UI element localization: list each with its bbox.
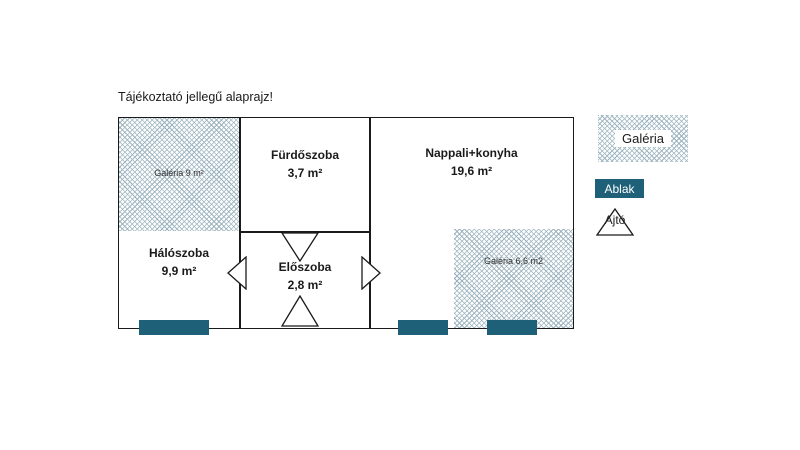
door-icon — [227, 256, 247, 290]
window-icon — [139, 320, 209, 335]
room-label-furdoszoba: Fürdőszoba 3,7 m² — [240, 146, 370, 182]
room-area: 3,7 m² — [287, 166, 323, 180]
door-icon — [281, 232, 319, 262]
legend-galeria-swatch: Galéria — [598, 115, 688, 162]
room-label-galeria-9: Galéria 9 m² — [154, 168, 204, 178]
wall-vertical-right — [369, 118, 371, 328]
room-label-galeria-66: Galéria 6,6 m2 — [483, 256, 544, 266]
room-name: Előszoba — [278, 260, 332, 274]
window-icon — [398, 320, 448, 335]
legend-galeria-label: Galéria — [615, 130, 671, 147]
legend-ajto: Ajtó — [596, 206, 638, 238]
room-area: 2,8 m² — [287, 278, 323, 292]
floorplan: Galéria 9 m² Hálószoba 9,9 m² Fürdőszoba… — [118, 117, 574, 335]
door-icon — [281, 295, 319, 327]
wall-vertical-left — [239, 118, 241, 328]
room-name: Fürdőszoba — [271, 148, 339, 162]
wall-horizontal-middle — [239, 231, 371, 233]
galeria-9-area — [119, 118, 239, 231]
door-icon — [596, 208, 634, 236]
galeria-66-area — [454, 229, 573, 328]
window-icon — [487, 320, 537, 335]
room-name: Nappali+konyha — [425, 146, 518, 160]
legend-ajto-label: Ajtó — [604, 213, 626, 227]
legend-ablak-label: Ablak — [604, 181, 635, 196]
room-label-nappali-konyha: Nappali+konyha 19,6 m² — [370, 144, 573, 180]
legend-ablak-chip: Ablak — [595, 179, 644, 198]
door-icon — [361, 256, 381, 290]
disclaimer-title: Tájékoztató jellegű alaprajz! — [118, 90, 273, 104]
room-area: 19,6 m² — [450, 164, 493, 178]
room-name: Hálószoba — [148, 246, 209, 260]
room-label-eloszoba: Előszoba 2,8 m² — [240, 258, 370, 294]
room-area: 9,9 m² — [161, 264, 197, 278]
room-label-haloszoba: Hálószoba 9,9 m² — [119, 244, 239, 280]
